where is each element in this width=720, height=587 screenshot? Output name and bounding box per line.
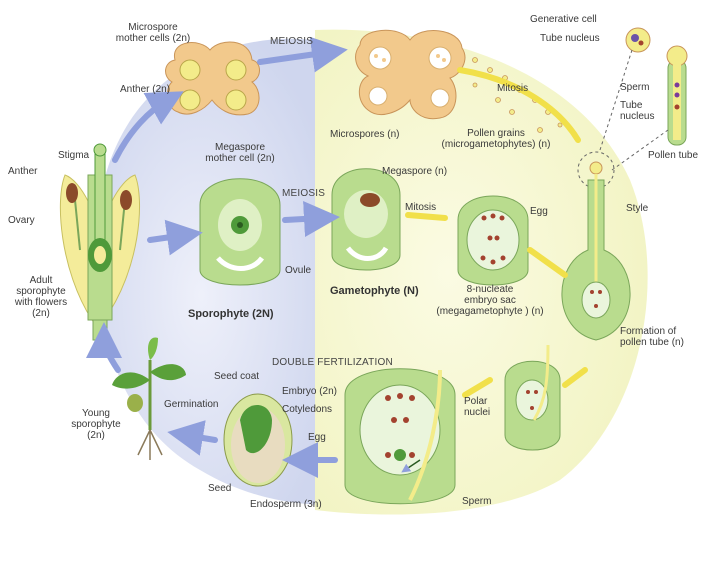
seed-label: Seed bbox=[208, 483, 232, 494]
anther-2n-label: Anther (2n) bbox=[120, 84, 171, 95]
anther-icon bbox=[165, 41, 260, 116]
stigma-label: Stigma bbox=[58, 150, 90, 161]
germination-label: Germination bbox=[164, 399, 219, 410]
adult-sporophyte-label: Adult sporophyte with flowers (2n) bbox=[14, 275, 68, 319]
tube-nucleus-right-label: Tube nucleus bbox=[620, 100, 655, 122]
formation-pollen-tube-label: Formation of pollen tube (n) bbox=[620, 326, 684, 348]
meiosis-top-label: MEIOSIS bbox=[270, 36, 314, 47]
eight-nucleate-label: 8-nucleate embryo sac (megagametophyte )… bbox=[436, 284, 544, 317]
seed-coat-label: Seed coat bbox=[214, 371, 260, 382]
anther-left-label: Anther bbox=[8, 166, 38, 177]
seed-icon bbox=[223, 393, 293, 487]
ovary-label: Ovary bbox=[8, 215, 35, 226]
embryo-sac-icon bbox=[457, 195, 529, 286]
pistil-icon bbox=[561, 161, 631, 341]
pollen-tube-icon bbox=[666, 45, 688, 146]
young-sporophyte-label: Young sporophyte (2n) bbox=[71, 408, 121, 441]
double-fertilization-icon bbox=[344, 368, 456, 505]
flower-icon bbox=[59, 143, 141, 341]
gametophyte-arrows bbox=[405, 67, 588, 398]
pollen-tube-ovule-icon bbox=[504, 344, 561, 451]
sperm-top-label: Sperm bbox=[620, 82, 650, 93]
cotyledons-label: Cotyledons bbox=[282, 404, 333, 415]
polar-nuclei-label: Polar nuclei bbox=[464, 396, 491, 418]
megaspore-label: Megaspore (n) bbox=[382, 166, 448, 177]
pollen-tube-label: Pollen tube bbox=[648, 150, 699, 161]
microspores-label: Microspores (n) bbox=[330, 129, 400, 140]
generative-cell-icon bbox=[625, 27, 651, 53]
generative-cell-label: Generative cell bbox=[530, 14, 597, 25]
sporophyte-label: Sporophyte (2N) bbox=[188, 308, 274, 320]
microspore-mother-cells-label: Microspore mother cells (2n) bbox=[115, 22, 191, 44]
meiosis-mid-label: MEIOSIS bbox=[282, 188, 326, 199]
egg-bottom-label: Egg bbox=[308, 432, 326, 443]
pollen-grains-label: Pollen grains (microgametophytes) (n) bbox=[441, 128, 551, 150]
style-label: Style bbox=[626, 203, 649, 214]
endosperm-label: Endosperm (3n) bbox=[250, 499, 322, 510]
embryo-label: Embryo (2n) bbox=[282, 386, 338, 397]
sporophyte-arrows bbox=[86, 36, 348, 478]
tube-nucleus-label: Tube nucleus bbox=[540, 33, 600, 44]
ovule-label: Ovule bbox=[285, 265, 312, 276]
mitosis-top-label: Mitosis bbox=[497, 83, 529, 94]
megaspore-mother-cell-label: Megaspore mother cell (2n) bbox=[205, 142, 275, 164]
sperm-bottom-label: Sperm bbox=[462, 496, 492, 507]
mitosis-mid-label: Mitosis bbox=[405, 202, 437, 213]
double-fertilization-label: DOUBLE FERTILIZATION bbox=[272, 357, 393, 368]
seedling-icon bbox=[112, 337, 186, 460]
egg-mid-label: Egg bbox=[530, 206, 548, 217]
gametophyte-label: Gametophyte (N) bbox=[330, 285, 419, 297]
callout-lines bbox=[577, 49, 669, 189]
ovule-icon bbox=[199, 178, 281, 286]
anther-microspores-icon bbox=[355, 29, 466, 120]
megaspore-ovule-icon bbox=[331, 168, 401, 271]
